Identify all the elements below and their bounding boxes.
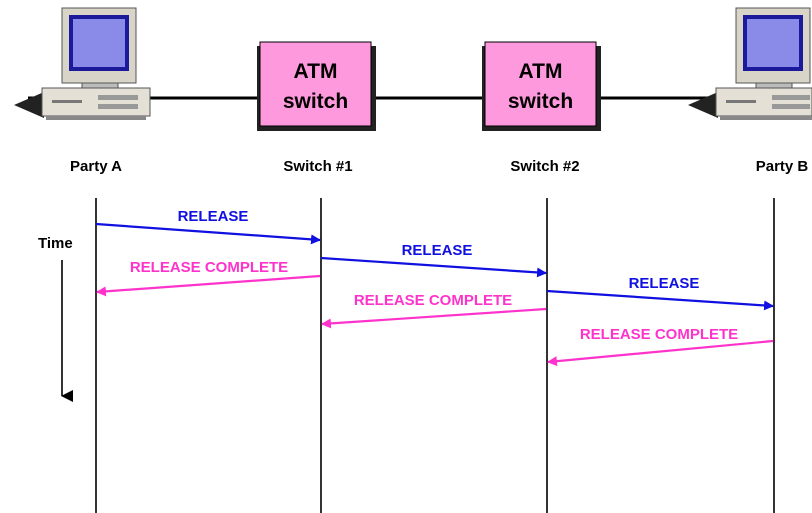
switch-1-box-line-2: switch [283,90,348,113]
switch-2-box-line-2: switch [508,90,573,113]
message-label-release-2: RELEASE [402,242,473,259]
atm-switch-1: ATM switch [257,41,376,131]
time-label: Time [38,235,73,252]
node-label-switch-2: Switch #2 [510,158,579,175]
message-label-release-3: RELEASE [629,275,700,292]
atm-switch-2: ATM switch [482,41,601,131]
switch-2-box-line-1: ATM [519,60,563,83]
message-arrow-release-1 [95,222,321,245]
message-label-release-complete-1: RELEASE COMPLETE [130,259,288,276]
message-arrow-release-complete-2 [321,307,547,329]
node-label-party-b: Party B [756,158,809,175]
message-label-release-1: RELEASE [178,208,249,225]
message-arrow-release-complete-1 [96,274,321,297]
switch-1-box-line-1: ATM [294,60,338,83]
node-label-party-a: Party A [70,158,122,175]
message-arrow-release-complete-3 [547,339,774,367]
node-label-switch-1: Switch #1 [283,158,352,175]
computer-icon-party-b [688,7,812,120]
computer-icon-party-a [14,7,151,120]
message-label-release-complete-3: RELEASE COMPLETE [580,326,738,343]
message-arrow-release-3 [546,289,774,311]
message-label-release-complete-2: RELEASE COMPLETE [354,292,512,309]
message-arrow-release-2 [320,256,547,278]
